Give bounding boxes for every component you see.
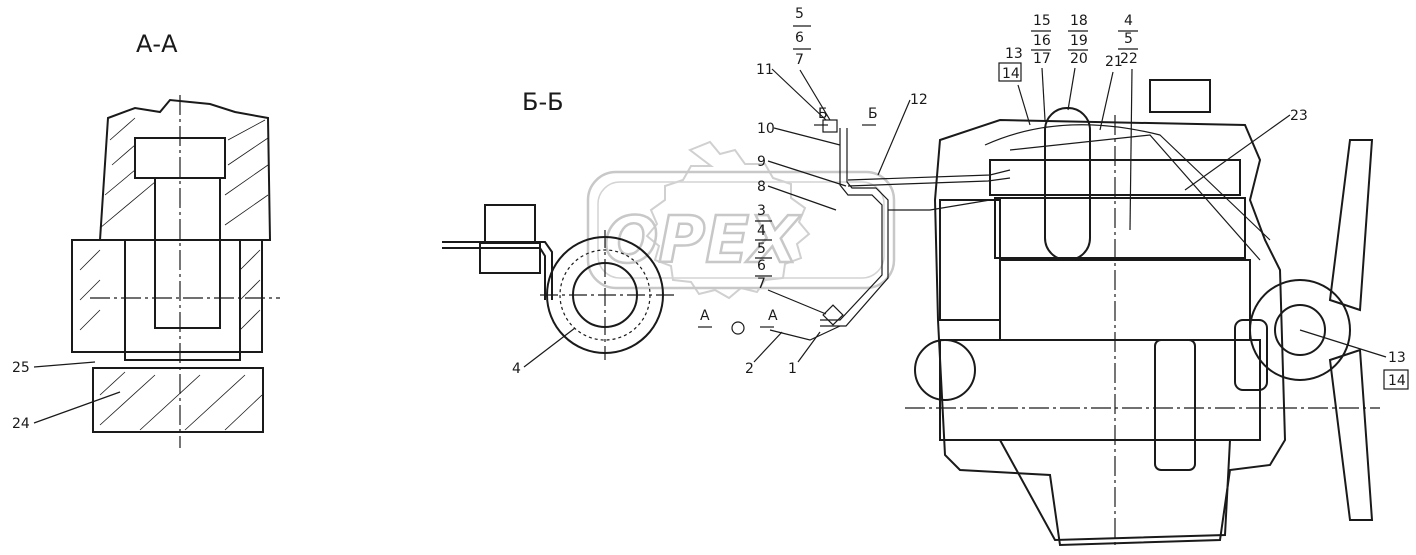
- svg-text:Б: Б: [868, 106, 878, 122]
- callout-7-top: 7: [795, 52, 804, 68]
- callout-6-top: 6: [795, 30, 804, 46]
- callout-22: 22: [1120, 51, 1138, 67]
- callout-2: 2: [745, 361, 754, 377]
- section-bb-title: Б-Б: [522, 88, 564, 116]
- callout-8: 8: [757, 179, 766, 195]
- section-marks: Б Б А А: [698, 106, 878, 328]
- callout-21: 21: [1105, 54, 1123, 70]
- callout-23: 23: [1290, 108, 1308, 124]
- section-bb-view: [442, 204, 675, 360]
- callout-19: 19: [1070, 33, 1088, 49]
- callout-7-stack: 7: [757, 276, 766, 292]
- callout-14-top: 14: [1002, 66, 1020, 82]
- svg-text:А: А: [768, 308, 778, 324]
- callout-9: 9: [757, 154, 766, 170]
- watermark-text: OPEX: [604, 204, 801, 278]
- callout-17: 17: [1033, 51, 1051, 67]
- callout-1: 1: [788, 361, 797, 377]
- callout-13-right: 13: [1388, 350, 1406, 366]
- callout-10: 10: [757, 121, 775, 137]
- callout-5-stack: 5: [757, 241, 766, 257]
- callout-25: 25: [12, 360, 30, 376]
- callout-20: 20: [1070, 51, 1088, 67]
- section-aa-view: [71, 95, 280, 448]
- callout-12: 12: [910, 92, 928, 108]
- callout-5-right: 5: [1124, 31, 1133, 47]
- callout-5-top: 5: [795, 6, 804, 22]
- callout-6-stack: 6: [757, 258, 766, 274]
- callout-16: 16: [1033, 33, 1051, 49]
- callout-4-stack: 4: [757, 223, 766, 239]
- callout-11: 11: [756, 62, 774, 78]
- fuel-pipe-lines: [769, 128, 1011, 341]
- callout-3-stack: 3: [757, 203, 766, 219]
- watermark-logo: OPEX: [586, 140, 896, 300]
- callout-4-left: 4: [512, 361, 521, 377]
- callout-18: 18: [1070, 13, 1088, 29]
- callout-15: 15: [1033, 13, 1051, 29]
- section-aa-title: А-А: [136, 30, 178, 58]
- callout-4-right: 4: [1124, 13, 1133, 29]
- engine-body: [905, 79, 1380, 547]
- svg-text:Б: Б: [818, 106, 828, 122]
- svg-text:А: А: [700, 308, 710, 324]
- callout-14-right: 14: [1388, 373, 1406, 389]
- callout-13-top: 13: [1005, 46, 1023, 62]
- callout-24: 24: [12, 416, 30, 432]
